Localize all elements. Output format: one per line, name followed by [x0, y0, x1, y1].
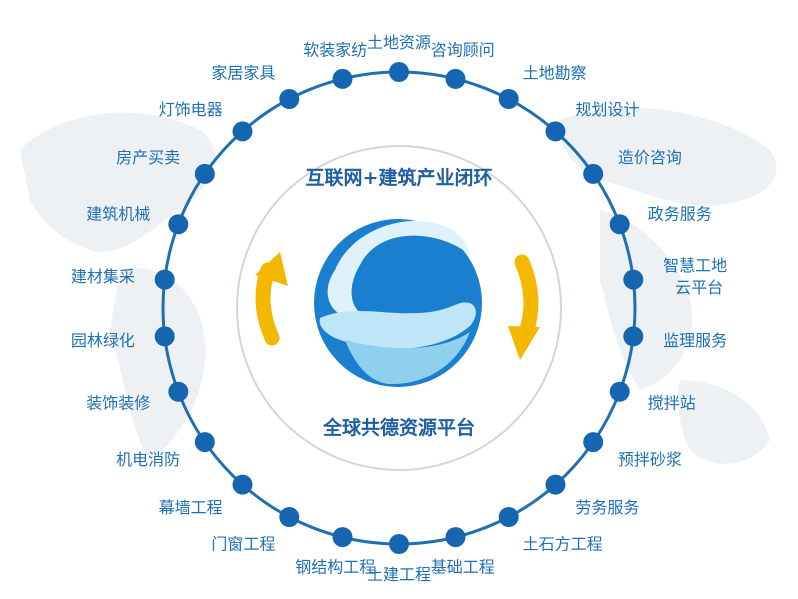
right-cycle-arrow-icon — [508, 254, 540, 360]
ring-node-dot — [623, 269, 644, 290]
ring-node-dot — [609, 381, 630, 402]
ring-node-dot — [154, 326, 175, 347]
ring-node-label: 土石方工程 — [523, 535, 603, 554]
ring-node-label: 造价咨询 — [618, 148, 682, 167]
ring-node-label-line: 智慧工地 — [663, 256, 727, 275]
ring-node-label: 搅拌站 — [648, 393, 696, 412]
ring-node-label: 规划设计 — [575, 100, 639, 119]
ring-node-label: 门窗工程 — [211, 535, 275, 554]
ring-node-dot — [168, 214, 189, 235]
ring-node-label: 土地勘察 — [523, 64, 587, 83]
ring-node-dot — [279, 507, 300, 527]
ring-node-dot — [194, 432, 215, 453]
ring-node-label-line: 云平台 — [675, 278, 723, 297]
ring-node-label: 软装家纺 — [303, 41, 367, 60]
ring-node-dot — [583, 432, 604, 453]
ring-node-dot — [232, 474, 253, 495]
ring-node-dot — [389, 534, 409, 554]
ring-node-label: 装饰装修 — [86, 393, 150, 412]
ring-node-label: 监理服务 — [663, 331, 727, 350]
left-cycle-arrow-icon — [255, 252, 288, 346]
world-map-background — [20, 107, 777, 464]
ring-node-label: 咨询顾问 — [431, 41, 495, 60]
ring-node-dot — [445, 527, 466, 548]
ring-node-label: 机电消防 — [116, 450, 180, 469]
ring-node-dot — [168, 381, 189, 402]
platform-logo — [314, 219, 482, 387]
platform-title: 全球共德资源平台 — [322, 416, 475, 439]
ring-node-label: 建材集采 — [71, 267, 135, 286]
ring-node-dot — [279, 89, 300, 109]
ring-node-dot — [154, 269, 175, 290]
ring-node-label: 劳务服务 — [575, 498, 639, 517]
ring-node-label: 土建工程 — [367, 565, 431, 584]
ring-node-dot — [583, 163, 604, 184]
ring-node-label: 灯饰电器 — [159, 100, 223, 119]
ring-node-dot — [609, 214, 630, 235]
ring-node-dot — [545, 121, 566, 142]
ring-node-dot — [194, 163, 215, 184]
ring-node-label: 土地资源 — [367, 33, 431, 52]
ring-node-dot — [498, 507, 519, 527]
ring-node-label: 智慧工地云平台 — [663, 256, 727, 297]
ring-node-label: 预拌砂浆 — [618, 450, 682, 469]
ring-node-dot — [332, 527, 353, 548]
ring-node-dot — [232, 121, 253, 142]
ring-node-dot — [389, 62, 409, 82]
ring-node-label: 基础工程 — [431, 557, 495, 576]
inner-circle — [236, 145, 562, 471]
ring-node-label: 园林绿化 — [71, 331, 135, 350]
ring-node-dot — [445, 68, 466, 89]
ring-node-dot — [332, 68, 353, 89]
ring-node-label: 家居家具 — [211, 64, 275, 83]
loop-title: 互联网+建筑产业闭环 — [306, 166, 493, 189]
ring-node-label: 钢结构工程 — [295, 557, 375, 576]
ring-node-dot — [623, 326, 644, 347]
ring-labels: 土地资源咨询顾问土地勘察规划设计造价咨询政务服务智慧工地云平台监理服务搅拌站预拌… — [71, 33, 727, 584]
ring-node-label: 建筑机械 — [86, 205, 150, 224]
ring-node-label: 幕墙工程 — [159, 498, 223, 517]
ring-node-label: 政务服务 — [648, 205, 712, 224]
ring-nodes — [154, 62, 644, 554]
ring-node-label: 房产买卖 — [116, 148, 180, 167]
ring-node-dot — [545, 474, 566, 495]
ring-node-dot — [498, 89, 519, 109]
